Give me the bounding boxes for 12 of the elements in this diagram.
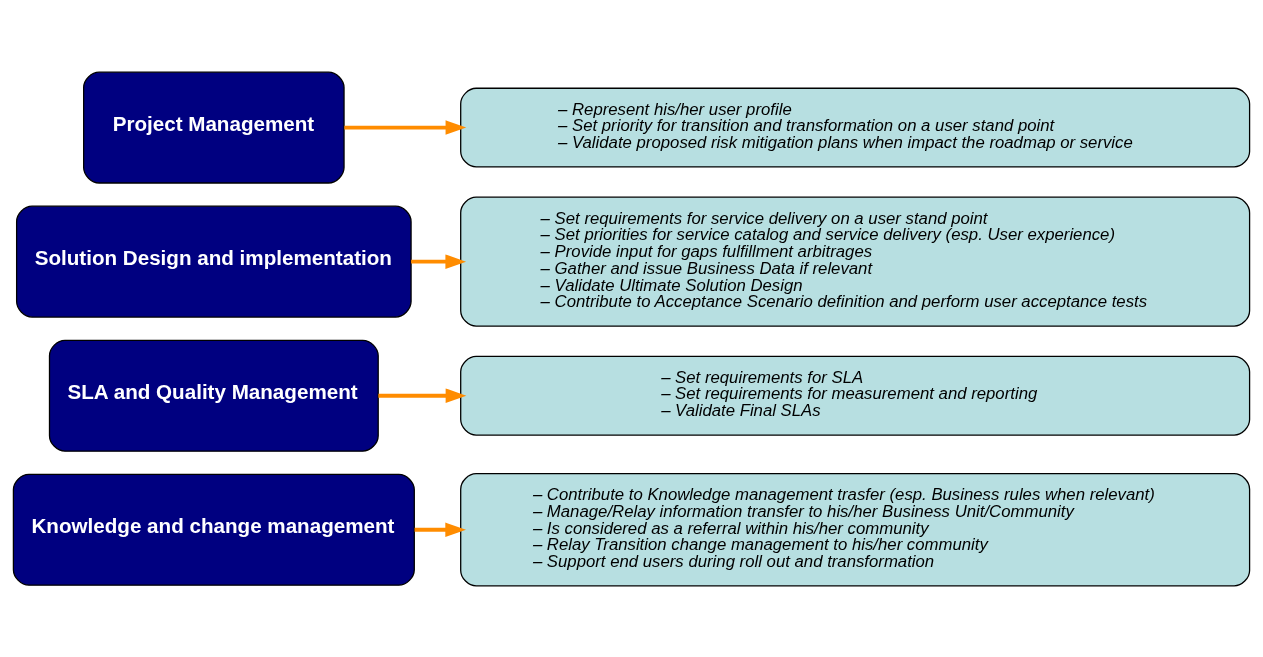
node-box: – Set requirements for SLA – Set requirements for measurement and reporting – Validate Final SLAs: [460, 355, 1251, 436]
node-box: SLA and Quality Management: [48, 339, 379, 452]
arrow: [411, 253, 467, 269]
arrow: [344, 119, 467, 135]
node-box: Project Management: [83, 71, 345, 184]
arrow: [378, 387, 467, 403]
node-box: – Contribute to Knowledge management trasfer (esp. Business rules when relevant) – Manage/Relay information transfer to his/her Business Unit/Community – Is considered as a referral within his/her community – Relay Transition change management to his/her community – Support end users during roll out and transformation: [460, 472, 1251, 586]
node-box: Solution Design and implementation: [15, 205, 412, 318]
node-box: – Represent his/her user profile – Set priority for transition and transformation on a user stand point – Validate proposed risk mitigation plans when impact the roadmap or service: [460, 87, 1251, 168]
node-box: – Set requirements for service delivery on a user stand point – Set priorities for service catalog and service delivery (esp. User experience) – Provide input for gaps fulfillment arbitrages – Gather and issue Business Data if relevant – Validate Ultimate Solution Design – Contribute to Acceptance Scenario definition and perform user acceptance tests: [460, 196, 1251, 327]
arrow: [414, 522, 466, 537]
node-box: Knowledge and change management: [12, 473, 415, 586]
